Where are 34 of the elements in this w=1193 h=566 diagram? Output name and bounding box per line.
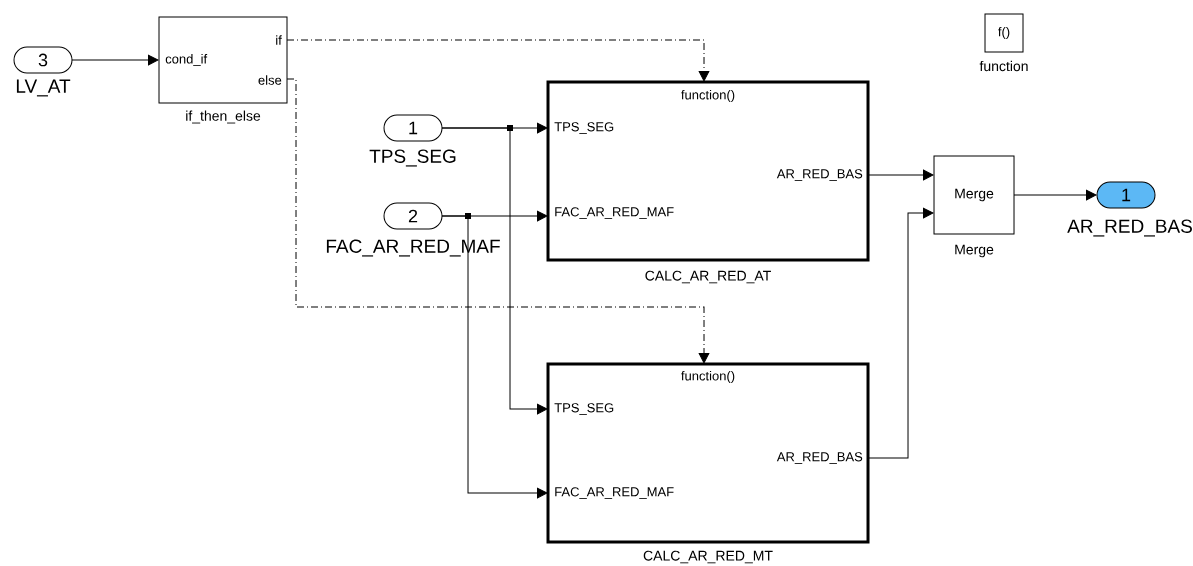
block-name: FAC_AR_RED_MAF [326,239,500,257]
block-name: CALC_AR_RED_MT [643,550,773,564]
block-name: function [979,60,1028,72]
port-label: FAC_AR_RED_MAF [555,487,674,499]
trigger-label: function() [681,370,735,384]
port-label: AR_RED_BAS [776,169,863,181]
block-label: Merge [955,188,994,202]
port-label: FAC_AR_RED_MAF [555,207,674,219]
block-name: TPS_SEG [369,149,456,167]
arrow [286,78,710,364]
block-name: if_then_else [186,110,261,124]
port-number: 2 [408,209,418,223]
trigger-label: function() [681,89,735,103]
port-number: 3 [38,53,48,67]
arrow [867,207,934,459]
port-number: 1 [1122,188,1131,202]
block-name: LV_AT [16,79,71,97]
port-label: cond_if [165,54,208,66]
arrow [71,54,159,66]
block-name: Merge [955,244,994,258]
port-number: 1 [409,121,418,135]
port-label: TPS_SEG [554,403,614,415]
block-name: AR_RED_BAS [1067,219,1192,237]
port-label: AR_RED_BAS [776,452,863,464]
arrow [1013,189,1097,201]
arrow [286,39,710,82]
block-label: f() [998,26,1010,40]
port-label: else [258,75,282,85]
arrow [441,215,548,499]
block-name: CALC_AR_RED_AT [645,270,771,284]
port-label: TPS_SEG [554,122,614,134]
arrow [441,127,548,415]
arrow [867,169,934,181]
port-label: if [276,35,282,45]
